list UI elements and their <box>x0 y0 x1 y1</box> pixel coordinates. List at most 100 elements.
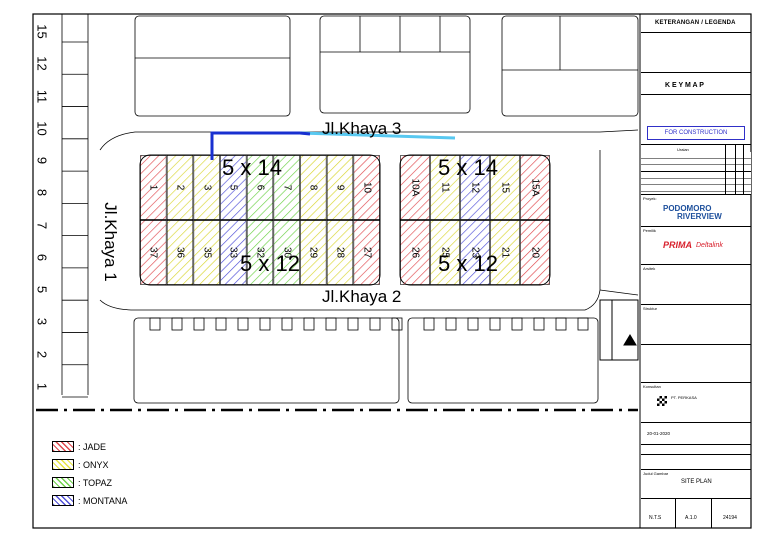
street-label-khaya-2: Jl.Khaya 2 <box>322 287 402 306</box>
for-construction-stamp: FOR CONSTRUCTION <box>647 126 745 140</box>
lot-number-label: 10A <box>409 178 421 196</box>
lot-montana <box>460 220 490 285</box>
legend-item-onyx: : ONYX <box>52 459 109 470</box>
west-lots-column <box>61 14 89 398</box>
lot-number-label: 29 <box>307 246 319 258</box>
south-lots <box>133 317 599 404</box>
lot-onyx <box>490 155 520 220</box>
title-block: KETERANGAN / LEGENDA K E Y M A P FOR CON… <box>641 14 751 528</box>
legend-swatch-onyx <box>52 459 74 470</box>
lot-number-label: 5 <box>227 184 239 190</box>
owner-label: Pemilik <box>643 228 656 233</box>
lot-jade <box>400 220 430 285</box>
west-lot-label: 10 <box>34 121 50 136</box>
scale-value: N.T.S <box>649 515 662 521</box>
developer-logo-main: PRIMA <box>663 240 692 250</box>
lot-jade <box>520 220 550 285</box>
lot-number-label: 2 <box>174 184 186 190</box>
housing-block-b <box>399 154 551 286</box>
lot-number-label: 7 <box>281 184 293 190</box>
legend-label-montana: : MONTANA <box>78 495 128 506</box>
lot-number-label: 26 <box>409 246 421 258</box>
revision-table <box>641 152 751 194</box>
legend-swatch-jade <box>52 441 74 452</box>
dimension-label-top-left: 5 x 14 <box>222 155 282 180</box>
lot-topaz <box>246 155 274 220</box>
lot-number-label: 11 <box>439 181 451 193</box>
lot-jade <box>140 220 167 285</box>
sheet-border <box>32 13 752 529</box>
project-label: Proyek: <box>643 196 657 201</box>
lot-onyx <box>166 220 194 285</box>
lot-onyx <box>300 220 327 285</box>
dimension-label-bottom-right: 5 x 12 <box>438 251 498 276</box>
lot-number-label: 28 <box>334 246 346 258</box>
revision-header: Uraian <box>677 147 689 152</box>
lot-topaz <box>273 220 300 285</box>
lot-number-label: 20 <box>529 246 541 258</box>
lot-jade <box>353 155 380 220</box>
lot-number-label: 15 <box>499 181 511 193</box>
legend-swatch-montana <box>52 495 74 506</box>
lot-onyx <box>193 155 220 220</box>
legend-item-jade: : JADE <box>52 441 106 452</box>
lot-number-label: 6 <box>254 184 266 190</box>
west-lot-label: 2 <box>34 350 50 358</box>
street-outlines <box>99 129 639 311</box>
lot-jade <box>400 155 430 220</box>
lot-topaz <box>273 155 300 220</box>
drawing-title-label: Judul Gambar <box>643 471 669 476</box>
west-lot-label: 3 <box>34 318 50 326</box>
structure-label: Struktur <box>643 306 658 311</box>
dimension-label-top-right: 5 x 14 <box>438 155 498 180</box>
company-name: PT. PERKASA <box>671 395 697 400</box>
west-lot-label: 5 <box>34 286 50 294</box>
drawing-title: SITE PLAN <box>681 479 712 485</box>
project-logo-line1: PODOMORO <box>663 204 712 213</box>
lot-number-label: 35 <box>201 246 213 258</box>
lot-topaz <box>246 220 274 285</box>
west-lot-label: 7 <box>34 221 50 229</box>
lot-number-label: 25 <box>439 246 451 258</box>
project-logo-line2: RIVERVIEW <box>677 212 722 221</box>
lot-onyx <box>166 155 194 220</box>
legend-item-montana: : MONTANA <box>52 495 127 506</box>
legend-label-onyx: : ONYX <box>78 459 109 470</box>
west-lot-label: 1 <box>34 382 50 391</box>
lot-onyx <box>490 220 520 285</box>
lot-onyx <box>300 155 327 220</box>
access-route-line-end <box>299 131 456 140</box>
developer-logo-sub: Deltalink <box>696 242 723 249</box>
lot-number-label: 21 <box>499 246 511 258</box>
street-label-khaya-1: Jl.Khaya 1 <box>101 202 120 282</box>
lot-onyx <box>430 220 460 285</box>
west-lot-label: 12 <box>34 56 50 71</box>
west-lot-label: 15 <box>34 24 50 39</box>
lot-number-label: 9 <box>334 184 346 190</box>
west-lot-label: 6 <box>34 253 50 262</box>
drawing-date: 20-01-2020 <box>647 431 671 436</box>
access-route-line <box>210 131 300 160</box>
legend-title: KETERANGAN / LEGENDA <box>655 20 736 26</box>
lot-number-label: 30 <box>281 246 293 258</box>
legend-label-topaz: : TOPAZ <box>78 477 113 488</box>
lot-number-label: 32 <box>254 246 266 258</box>
lot-number-label: 37 <box>147 246 159 258</box>
legend-label-jade: : JADE <box>78 441 107 452</box>
drawing-number: 24194 <box>723 515 737 521</box>
legend-item-topaz: : TOPAZ <box>52 477 112 488</box>
legend-box: : JADE : ONYX : TOPAZ : MONTANA <box>36 425 176 521</box>
street-label-khaya-3: Jl.Khaya 3 <box>322 119 402 138</box>
lot-number-label: 8 <box>307 184 319 190</box>
lot-number-label: 33 <box>227 246 239 258</box>
north-lots <box>134 15 639 117</box>
lot-number-label: 27 <box>361 246 373 258</box>
consultant-label: Konsultan <box>643 384 661 389</box>
dimension-label-bottom-left: 5 x 12 <box>240 251 300 276</box>
lot-number-label: 3 <box>201 184 213 190</box>
access-route-tick <box>299 131 311 136</box>
key-map-title: K E Y M A P <box>665 82 704 89</box>
lot-montana <box>220 155 247 220</box>
architect-label: Arsitek <box>643 266 656 271</box>
